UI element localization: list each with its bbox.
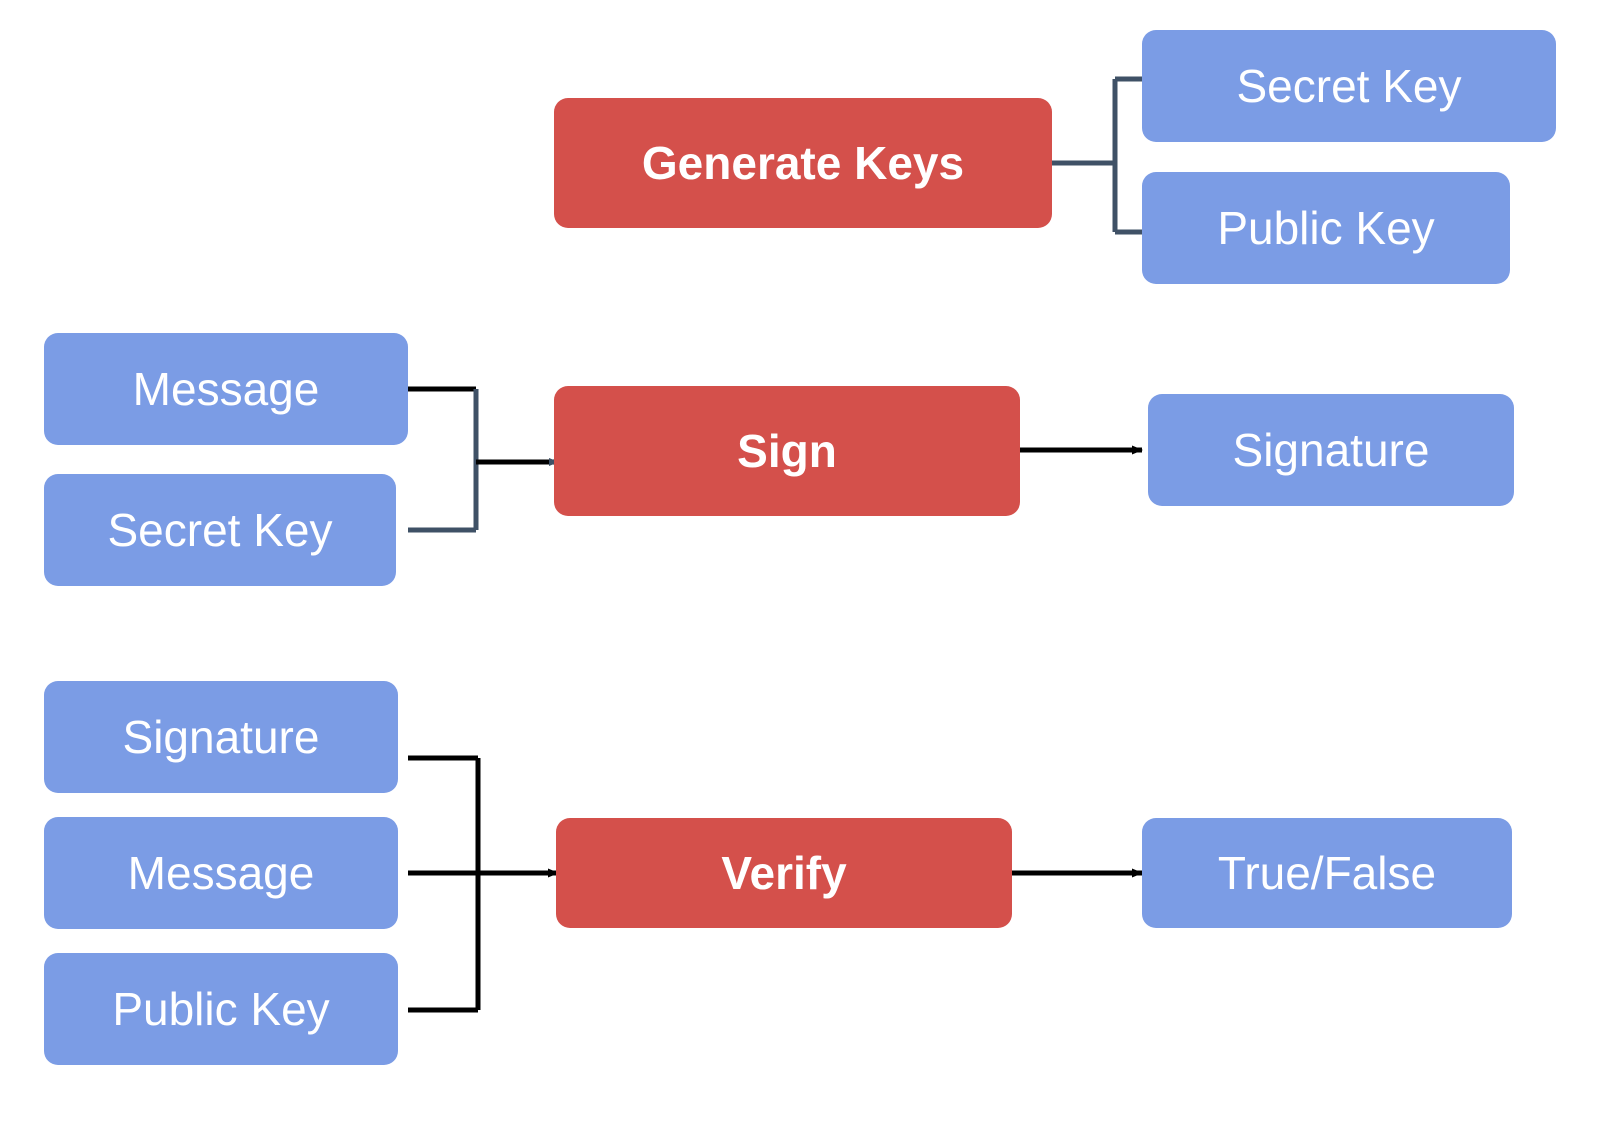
node-public-key-output[interactable]: Public Key bbox=[1142, 172, 1510, 284]
node-verify-input-signature-label: Signature bbox=[122, 710, 320, 763]
node-verify-input-signature[interactable]: Signature bbox=[44, 681, 398, 793]
node-verify-input-public-key[interactable]: Public Key bbox=[44, 953, 398, 1065]
node-public-key-output-label: Public Key bbox=[1217, 201, 1435, 254]
node-sign-input-secret-key-label: Secret Key bbox=[107, 503, 333, 556]
node-verify-input-message[interactable]: Message bbox=[44, 817, 398, 929]
node-sign-output-signature-label: Signature bbox=[1232, 423, 1430, 476]
node-sign-input-message-label: Message bbox=[132, 362, 320, 415]
node-verify-label: Verify bbox=[721, 846, 847, 899]
node-sign-input-secret-key[interactable]: Secret Key bbox=[44, 474, 396, 586]
node-secret-key-output-label: Secret Key bbox=[1236, 59, 1462, 112]
node-verify-input-message-label: Message bbox=[127, 846, 315, 899]
node-sign-output-signature[interactable]: Signature bbox=[1148, 394, 1514, 506]
node-sign[interactable]: Sign bbox=[554, 386, 1020, 516]
node-generate-keys[interactable]: Generate Keys bbox=[554, 98, 1052, 228]
edge-verify-inputs bbox=[408, 755, 559, 1013]
node-generate-keys-label: Generate Keys bbox=[641, 136, 965, 189]
edge-sign-inputs bbox=[408, 386, 559, 533]
node-verify[interactable]: Verify bbox=[556, 818, 1012, 928]
node-verify-output-true-false-label: True/False bbox=[1217, 846, 1437, 899]
node-secret-key-output[interactable]: Secret Key bbox=[1142, 30, 1556, 142]
node-verify-output-true-false[interactable]: True/False bbox=[1142, 818, 1512, 928]
node-sign-label: Sign bbox=[737, 424, 837, 477]
node-sign-input-message[interactable]: Message bbox=[44, 333, 408, 445]
node-verify-input-public-key-label: Public Key bbox=[112, 982, 330, 1035]
